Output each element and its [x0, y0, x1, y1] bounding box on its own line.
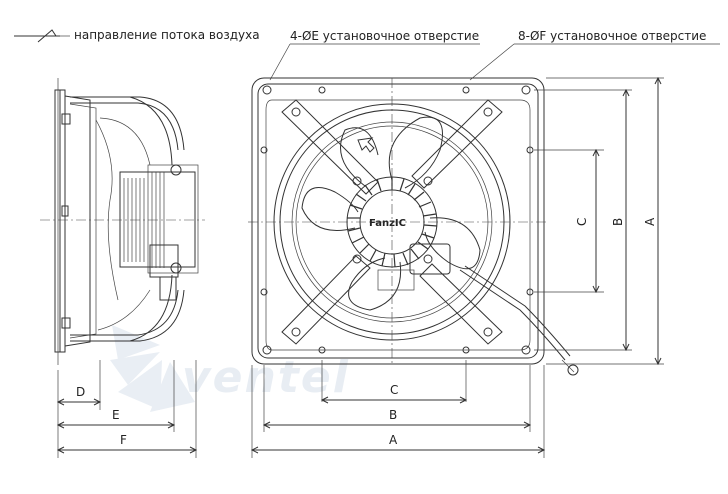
watermark-logo: ventel	[110, 325, 350, 412]
dim-label-c-vertical: C	[575, 218, 589, 226]
dim-label-d: D	[76, 385, 85, 399]
dim-label-a-vertical: A	[643, 217, 657, 226]
mounting-holes-e-label: 4-ØE установочное отверстие	[290, 29, 479, 43]
watermark-text: ventel	[182, 352, 350, 403]
leader-line-f	[469, 43, 515, 81]
dim-label-e: E	[112, 408, 120, 422]
dim-c-vertical: C	[534, 148, 604, 294]
dim-label-b-horizontal: B	[389, 408, 397, 422]
airflow-direction-label: направление потока воздуха	[74, 28, 260, 42]
leader-line-e	[269, 43, 291, 81]
side-view	[54, 78, 199, 365]
dim-label-a-horizontal: A	[389, 433, 398, 447]
dim-c-horizontal: C	[320, 360, 468, 404]
airflow-arrow-icon	[14, 29, 70, 43]
dim-f: F	[56, 360, 198, 458]
dim-label-c-horizontal: C	[390, 383, 398, 397]
dim-label-f: F	[120, 433, 127, 447]
dim-b-vertical: B	[534, 88, 632, 352]
dim-d: D	[56, 360, 102, 410]
brand-label: FanzIC	[369, 218, 406, 229]
front-view: FanzIC	[251, 77, 579, 376]
mounting-holes-f-label: 8-ØF установочное отверстие	[518, 29, 706, 43]
dim-a-vertical: A	[546, 76, 664, 366]
dim-a-horizontal: A	[250, 365, 546, 458]
dim-e: E	[56, 360, 176, 432]
dim-b-horizontal: B	[262, 365, 532, 432]
dim-label-b-vertical: B	[611, 218, 625, 226]
